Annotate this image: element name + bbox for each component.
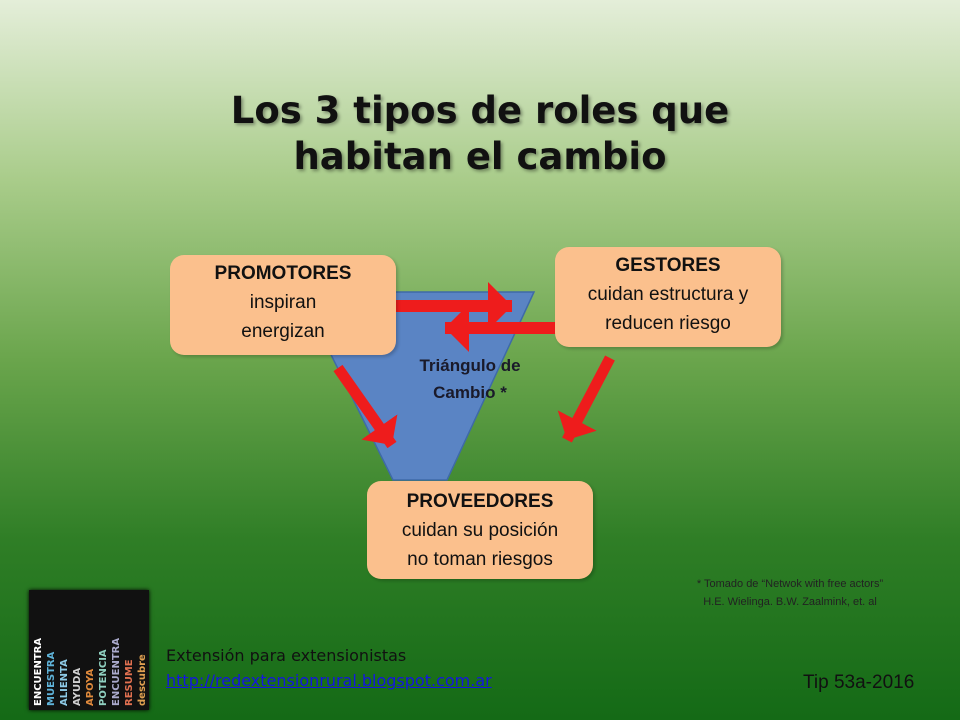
box-promotores: PROMOTORES inspiran energizan xyxy=(170,255,396,355)
logo-word: ENCUENTRA xyxy=(111,637,122,706)
box-gestores: GESTORES cuidan estructura y reducen rie… xyxy=(555,247,781,347)
arrow-promotores-to-proveedores xyxy=(333,364,398,449)
title-line-2: habitan el cambio xyxy=(293,135,667,178)
proveedores-heading: PROVEEDORES xyxy=(406,491,554,512)
promotores-heading: PROMOTORES xyxy=(214,263,352,284)
source-note: * Tomado de “Netwok with free actors” H.… xyxy=(640,575,940,611)
logo-word: descubre xyxy=(137,654,148,706)
promotores-line2: energizan xyxy=(241,321,325,342)
logo-word: ALIENTA xyxy=(59,659,70,706)
title-line-1: Los 3 tipos de roles que xyxy=(230,89,730,132)
logo-word: POTENCIA xyxy=(98,649,109,706)
proveedores-line2: no toman riesgos xyxy=(407,549,553,570)
note-line2: H.E. Wielinga. B.W. Zaalmink, et. al xyxy=(703,596,877,608)
box-proveedores: PROVEEDORES cuidan su posición no toman … xyxy=(367,481,593,579)
blog-name: Extensión para extensionistas xyxy=(166,646,407,665)
triangle-label: Triángulo de Cambio * xyxy=(400,352,540,406)
triangle-label-line2: Cambio * xyxy=(433,383,507,402)
arrow-gestores-to-proveedores xyxy=(557,355,615,443)
slide-title: Los 3 tipos de roles que habitan el camb… xyxy=(0,88,960,180)
gestores-line2: reducen riesgo xyxy=(605,313,731,334)
logo-word: APOYA xyxy=(85,668,96,706)
logo-word: RESUME xyxy=(124,659,135,706)
logo-word: ENCUENTRA xyxy=(33,637,44,706)
logo-word: MUESTRA xyxy=(46,651,57,706)
gestores-line1: cuidan estructura y xyxy=(587,284,749,305)
triangle-label-line1: Triángulo de xyxy=(419,356,521,375)
proveedores-line1: cuidan su posición xyxy=(401,520,559,541)
promotores-line1: inspiran xyxy=(249,292,317,313)
blog-link[interactable]: http://redextensionrural.blogspot.com.ar xyxy=(166,671,492,690)
logo-word: AYUDA xyxy=(72,667,83,706)
note-line1: * Tomado de “Netwok with free actors” xyxy=(696,578,884,590)
gestores-heading: GESTORES xyxy=(615,255,721,276)
tip-label: Tip 53a-2016 xyxy=(803,672,915,693)
